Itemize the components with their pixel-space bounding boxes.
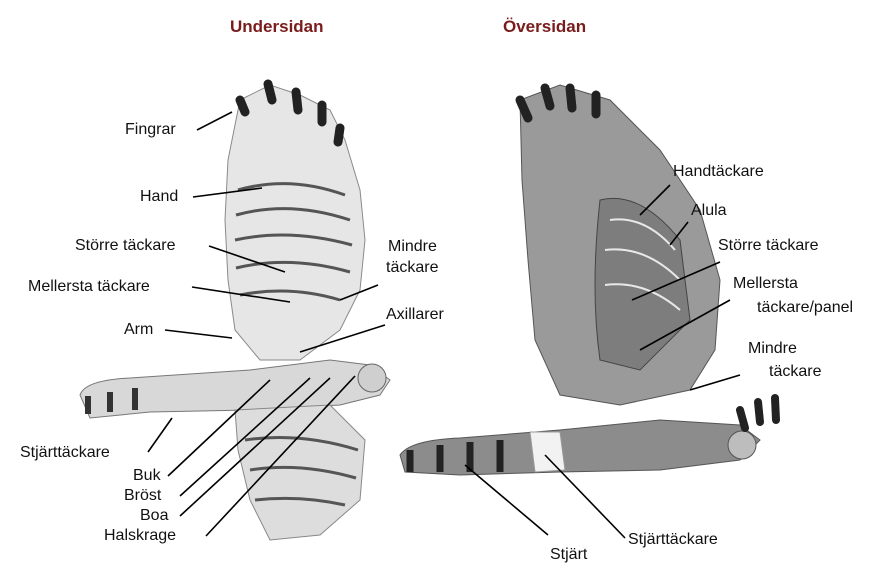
label-fingrar: Fingrar	[125, 120, 176, 140]
label-storre-tackare-right: Större täckare	[718, 236, 818, 256]
label-handtackare: Handtäckare	[673, 162, 764, 182]
label-hand: Hand	[140, 187, 178, 207]
label-storre-tackare-left: Större täckare	[75, 236, 175, 256]
underside-lower-wing	[235, 405, 365, 540]
upperside-bird	[400, 85, 776, 475]
label-stjarttackare-left: Stjärttäckare	[20, 443, 110, 463]
upperside-head	[728, 431, 756, 459]
label-stjarttackare-right: Stjärttäckare	[628, 530, 718, 550]
label-mellersta-right-2: täckare/panel	[757, 298, 853, 318]
upperside-body	[400, 420, 760, 475]
underside-head	[358, 364, 386, 392]
label-mellersta-right-1: Mellersta	[733, 274, 798, 294]
label-mellersta-tackare-left: Mellersta täckare	[28, 277, 150, 297]
label-boa: Boa	[140, 506, 168, 526]
upperside-far-wingtips	[740, 398, 776, 428]
label-mindre-right-2: täckare	[769, 362, 821, 382]
label-alula: Alula	[691, 201, 727, 221]
title-underside: Undersidan	[230, 17, 324, 37]
title-upperside: Översidan	[503, 17, 586, 37]
label-buk: Buk	[133, 466, 161, 486]
upperside-rump	[530, 432, 565, 472]
label-halskrage: Halskrage	[104, 526, 176, 546]
label-mindre-left-1: Mindre	[388, 237, 437, 257]
label-stjart: Stjärt	[550, 545, 587, 565]
underside-bird	[80, 84, 390, 540]
label-brost: Bröst	[124, 486, 161, 506]
label-mindre-left-2: täckare	[386, 258, 438, 278]
label-mindre-right-1: Mindre	[748, 339, 797, 359]
label-arm: Arm	[124, 320, 153, 340]
label-axillarer: Axillarer	[386, 305, 444, 325]
